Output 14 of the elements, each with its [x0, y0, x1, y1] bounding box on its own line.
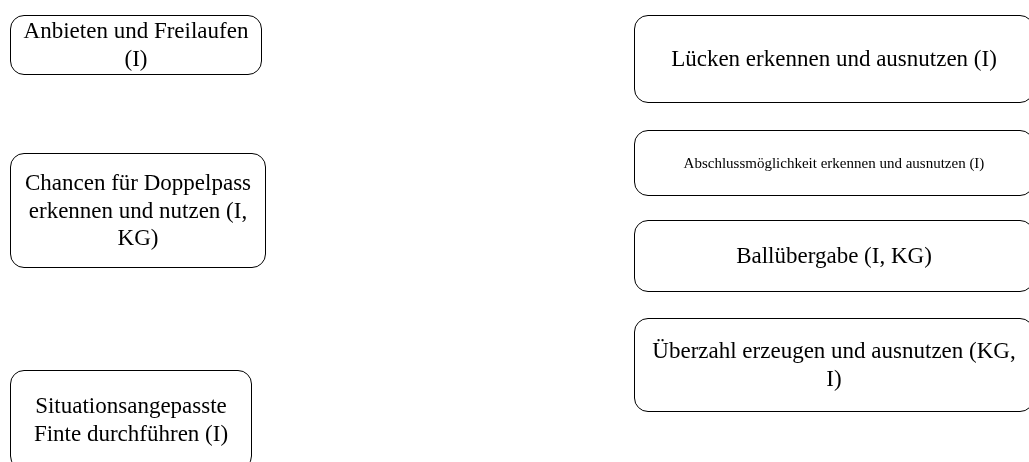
box-text: Situationsangepasste Finte durchführen (I) [32, 392, 230, 448]
box-text: Anbieten und Freilaufen (I) [22, 17, 250, 73]
process-box [634, 130, 1029, 196]
process-box [10, 15, 262, 75]
process-box [634, 220, 1029, 292]
box-text: Lücken erkennen und ausnutzen (I) [671, 45, 997, 73]
box-text: Chancen für Doppelpass erkennen und nutzen (I, KG) [23, 169, 253, 252]
process-box [10, 153, 266, 268]
process-box [634, 15, 1029, 103]
process-box [10, 370, 252, 462]
box-text: Ballübergabe (I, KG) [736, 242, 932, 270]
box-text: Überzahl erzeugen und ausnutzen (KG, I) [651, 337, 1017, 393]
box-text: Abschlussmöglichkeit erkennen und ausnutzen (I) [683, 154, 985, 172]
process-box [634, 318, 1029, 412]
